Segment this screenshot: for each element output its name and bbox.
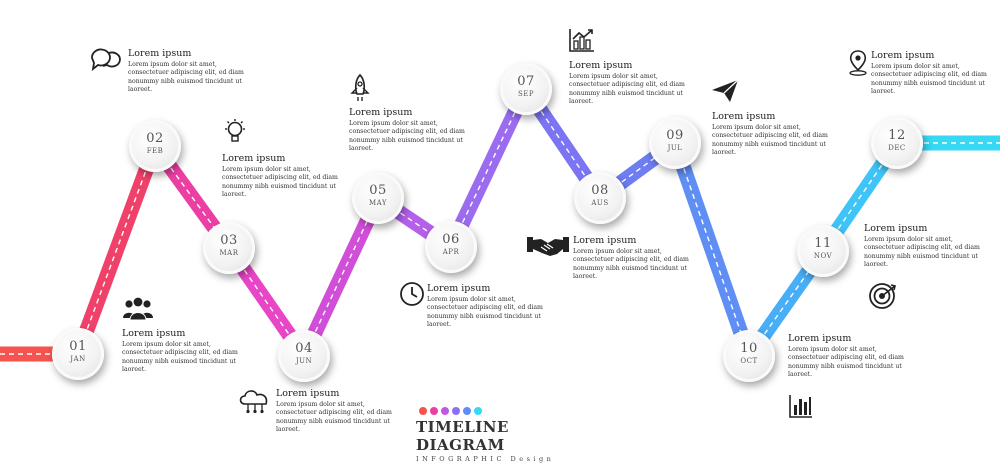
rocket-icon [347, 73, 373, 103]
info-body: Lorem ipsum dolor sit amet, consectetuer… [349, 120, 465, 152]
milestone-number: 08 [591, 183, 609, 198]
milestone-number: 01 [69, 339, 87, 354]
diagram-subtitle: INFOGRAPHIC Design [416, 455, 555, 463]
milestone-month: DEC [888, 144, 906, 152]
milestone-month: JUN [295, 357, 313, 365]
location-pin-icon [847, 49, 869, 77]
lightbulb-icon [223, 118, 247, 146]
milestone-month: MAR [219, 249, 239, 257]
milestone-number: 03 [220, 233, 238, 248]
info-block-02: Lorem ipsum Lorem ipsum dolor sit amet, … [128, 48, 248, 94]
color-dot [441, 407, 449, 415]
bar-chart-icon [788, 393, 814, 419]
info-block-11: Lorem ipsum Lorem ipsum dolor sit amet, … [864, 223, 984, 269]
info-block-03: Lorem ipsum Lorem ipsum dolor sit amet, … [222, 153, 342, 199]
info-block-01: Lorem ipsum Lorem ipsum dolor sit amet, … [122, 328, 242, 374]
milestone-number: 09 [666, 128, 684, 143]
color-dot [452, 407, 460, 415]
milestone-month: JAN [70, 355, 86, 363]
info-title: Lorem ipsum [712, 111, 776, 122]
color-dot [463, 407, 471, 415]
milestone-number: 07 [517, 74, 535, 89]
color-dot [419, 407, 427, 415]
color-dot [430, 407, 438, 415]
milestone-05-node: 05 MAY [352, 172, 404, 224]
info-block-06: Lorem ipsum Lorem ipsum dolor sit amet, … [427, 283, 547, 329]
color-dots [419, 407, 596, 415]
info-block-05: Lorem ipsum Lorem ipsum dolor sit amet, … [349, 107, 469, 153]
milestone-month: JUL [667, 144, 683, 152]
info-title: Lorem ipsum [871, 50, 935, 61]
color-dot [474, 407, 482, 415]
paper-plane-icon [711, 79, 739, 103]
info-block-08: Lorem ipsum Lorem ipsum dolor sit amet, … [573, 235, 693, 281]
milestone-number: 02 [146, 131, 164, 146]
team-icon [122, 296, 154, 322]
info-body: Lorem ipsum dolor sit amet, consectetuer… [788, 346, 904, 378]
info-block-07: Lorem ipsum Lorem ipsum dolor sit amet, … [569, 60, 689, 106]
handshake-icon [526, 234, 570, 260]
info-block-04: Lorem ipsum Lorem ipsum dolor sit amet, … [276, 388, 396, 434]
info-block-10: Lorem ipsum Lorem ipsum dolor sit amet, … [788, 333, 908, 379]
milestone-10-node: 10 OCT [723, 330, 775, 382]
cloud-network-icon [237, 387, 273, 415]
growth-chart-icon [568, 27, 596, 53]
info-title: Lorem ipsum [276, 388, 340, 399]
diagram-footer: TIMELINE DIAGRAM INFOGRAPHIC Design [416, 407, 596, 463]
milestone-02-node: 02 FEB [129, 120, 181, 172]
milestone-09-node: 09 JUL [649, 117, 701, 169]
milestone-11-node: 11 NOV [797, 225, 849, 277]
road-center-dashes [77, 145, 156, 355]
info-body: Lorem ipsum dolor sit amet, consectetuer… [569, 73, 685, 105]
info-block-12: Lorem ipsum Lorem ipsum dolor sit amet, … [871, 50, 991, 96]
milestone-number: 10 [740, 341, 758, 356]
milestone-month: FEB [146, 147, 164, 155]
info-title: Lorem ipsum [122, 328, 186, 339]
info-body: Lorem ipsum dolor sit amet, consectetuer… [712, 124, 828, 156]
target-icon [868, 282, 898, 310]
milestone-04-node: 04 JUN [278, 330, 330, 382]
milestone-03-node: 03 MAR [203, 222, 255, 274]
info-body: Lorem ipsum dolor sit amet, consectetuer… [871, 63, 987, 95]
road-center-dashes [599, 142, 676, 199]
info-title: Lorem ipsum [788, 333, 852, 344]
info-title: Lorem ipsum [222, 153, 286, 164]
info-body: Lorem ipsum dolor sit amet, consectetuer… [276, 401, 392, 433]
info-body: Lorem ipsum dolor sit amet, consectetuer… [864, 236, 980, 268]
info-body: Lorem ipsum dolor sit amet, consectetuer… [427, 296, 543, 328]
milestone-12-node: 12 DEC [871, 117, 923, 169]
diagram-title: TIMELINE DIAGRAM [416, 418, 509, 454]
info-title: Lorem ipsum [349, 107, 413, 118]
info-title: Lorem ipsum [128, 48, 192, 59]
milestone-number: 05 [369, 183, 387, 198]
milestone-number: 11 [814, 236, 832, 251]
info-body: Lorem ipsum dolor sit amet, consectetuer… [573, 248, 689, 280]
milestone-month: NOV [813, 252, 833, 260]
info-body: Lorem ipsum dolor sit amet, consectetuer… [122, 341, 238, 373]
milestone-06-node: 06 APR [425, 221, 477, 273]
milestone-number: 04 [295, 341, 313, 356]
clock-icon [399, 281, 425, 307]
road-center-dashes [674, 142, 750, 357]
milestone-month: AUS [591, 199, 609, 207]
info-title: Lorem ipsum [864, 223, 928, 234]
info-body: Lorem ipsum dolor sit amet, consectetuer… [222, 166, 338, 198]
info-body: Lorem ipsum dolor sit amet, consectetuer… [128, 61, 244, 93]
milestone-number: 06 [442, 232, 460, 247]
chat-icon [90, 48, 124, 74]
road-center-dashes [450, 88, 527, 248]
road-center-dashes [303, 197, 379, 357]
milestone-month: OCT [740, 357, 758, 365]
info-block-09: Lorem ipsum Lorem ipsum dolor sit amet, … [712, 111, 832, 157]
info-title: Lorem ipsum [573, 235, 637, 246]
info-title: Lorem ipsum [427, 283, 491, 294]
milestone-number: 12 [888, 128, 906, 143]
milestone-01-node: 01 JAN [52, 328, 104, 380]
milestone-07-node: 07 SEP [500, 63, 552, 115]
milestone-month: SEP [517, 90, 535, 98]
milestone-month: MAY [368, 199, 388, 207]
milestone-month: APR [442, 248, 460, 256]
milestone-08-node: 08 AUS [574, 172, 626, 224]
info-title: Lorem ipsum [569, 60, 633, 71]
